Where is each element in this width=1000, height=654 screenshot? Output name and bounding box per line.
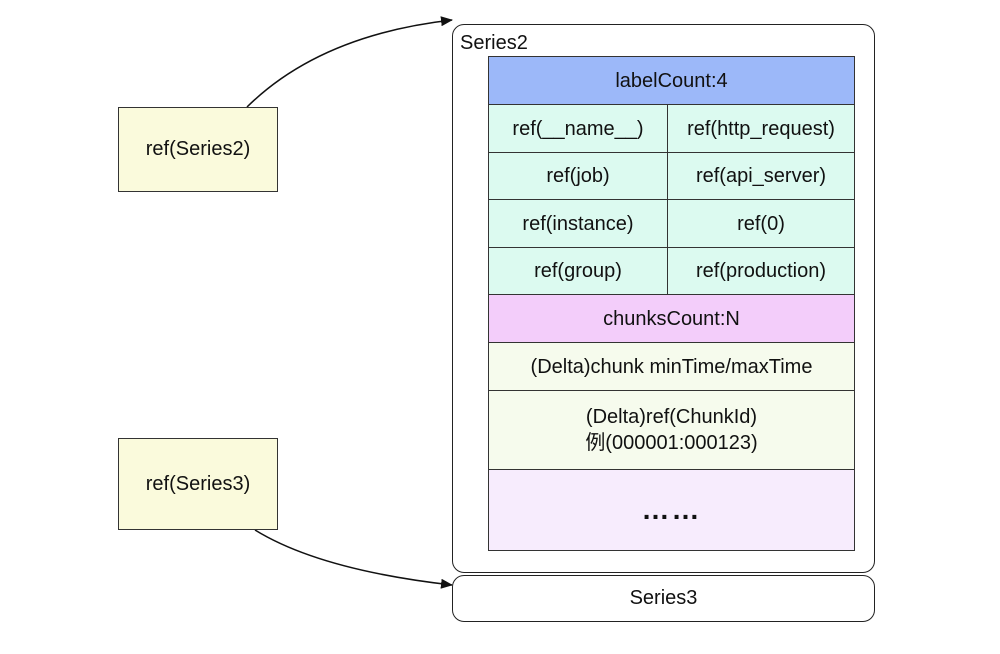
ellipsis-cell: …… bbox=[488, 469, 855, 551]
series3-box: Series3 bbox=[452, 575, 875, 622]
label-count-text: labelCount:4 bbox=[615, 69, 728, 92]
chunk-ref-example-text: 例(000001:000123) bbox=[585, 432, 758, 454]
label-value-cell: ref(api_server) bbox=[667, 152, 855, 200]
ref-series3-box: ref(Series3) bbox=[118, 438, 278, 530]
ref-series3-label: ref(Series3) bbox=[145, 472, 251, 495]
ellipsis-text: …… bbox=[641, 493, 702, 525]
label-value-cell: ref(production) bbox=[667, 247, 855, 295]
series2-title: Series2 bbox=[460, 32, 528, 54]
label-count-cell: labelCount:4 bbox=[488, 56, 855, 105]
arrow-to-series3 bbox=[254, 529, 453, 589]
label-value-cell: ref(0) bbox=[667, 199, 855, 248]
arrow-to-series2 bbox=[246, 16, 453, 108]
label-value-cell: ref(http_request) bbox=[667, 104, 855, 153]
ref-series2-box: ref(Series2) bbox=[118, 107, 278, 192]
chunk-time-cell: (Delta)chunk minTime/maxTime bbox=[488, 342, 855, 391]
chunks-count-cell: chunksCount:N bbox=[488, 294, 855, 343]
label-value-text: ref(production) bbox=[695, 260, 827, 282]
label-value-text: ref(api_server) bbox=[695, 165, 827, 187]
label-value-text: ref(0) bbox=[737, 212, 785, 235]
label-name-text: ref(__name__) bbox=[512, 117, 644, 140]
series3-title: Series3 bbox=[629, 587, 698, 609]
ref-series2-label: ref(Series2) bbox=[145, 138, 251, 160]
label-value-text: ref(http_request) bbox=[687, 117, 835, 140]
label-name-cell: ref(job) bbox=[488, 152, 668, 200]
chunk-ref-cell: (Delta)ref(ChunkId) 例(000001:000123) bbox=[488, 390, 855, 470]
label-name-cell: ref(group) bbox=[488, 247, 668, 295]
chunk-time-text: (Delta)chunk minTime/maxTime bbox=[530, 355, 813, 378]
label-name-cell: ref(instance) bbox=[488, 199, 668, 248]
chunks-count-text: chunksCount:N bbox=[603, 307, 740, 330]
label-name-text: ref(instance) bbox=[522, 212, 634, 235]
label-name-text: ref(group) bbox=[534, 260, 622, 282]
label-name-cell: ref(__name__) bbox=[488, 104, 668, 153]
chunk-ref-text: (Delta)ref(ChunkId) bbox=[585, 406, 758, 428]
label-name-text: ref(job) bbox=[546, 165, 610, 187]
